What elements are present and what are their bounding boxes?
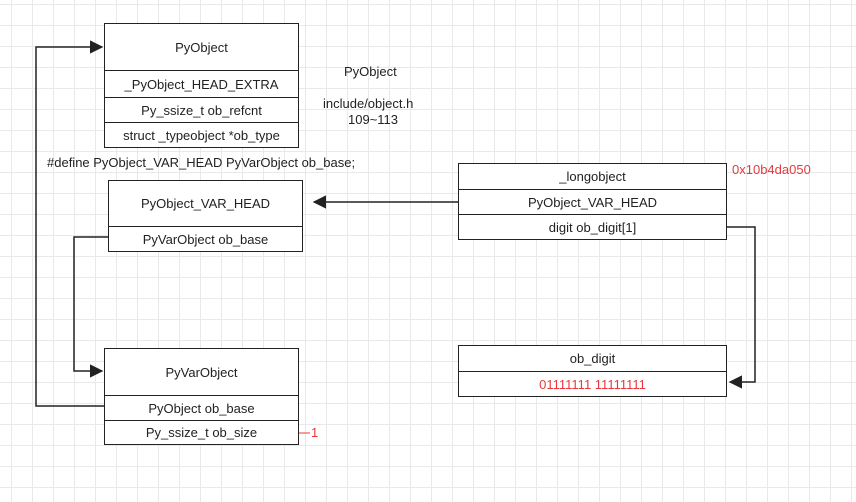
pyobject-note-name: PyObject [344, 64, 397, 79]
pyvarobject-title: PyVarObject [165, 364, 238, 380]
pyobject-field-head-extra: _PyObject_HEAD_EXTRA [105, 70, 298, 97]
var-head-struct: PyObject_VAR_HEAD PyVarObject ob_base [108, 180, 303, 252]
pyvarobject-field-ob-base: PyObject ob_base [105, 395, 298, 420]
pyobject-note-file: include/object.h [323, 96, 414, 111]
var-head-field-ob-base: PyVarObject ob_base [109, 226, 302, 251]
pyobject-title: PyObject [175, 39, 228, 55]
arrow-obdigit-field-to-obdigit-box [726, 226, 756, 389]
pyobject-field-type: struct _typeobject *ob_type [105, 122, 298, 147]
pyobject-note-lines: 109~113 [348, 112, 399, 127]
longobject-address: 0x10b4da050 [732, 162, 811, 177]
ob-digit-title: ob_digit [569, 351, 616, 366]
ob-digit-struct: ob_digit 01111111 11111111 [458, 345, 727, 397]
ob-digit-value: 01111111 11111111 [459, 371, 726, 396]
longobject-title: _longobject [559, 169, 626, 184]
arrow-pyvarobject-to-pyobject [35, 40, 104, 407]
pyobject-field-refcnt: Py_ssize_t ob_refcnt [105, 97, 298, 122]
longobject-field-ob-digit: digit ob_digit[1] [459, 214, 726, 239]
ob-size-value: 1 [311, 425, 319, 440]
define-macro-text: #define PyObject_VAR_HEAD PyVarObject ob… [47, 155, 356, 170]
longobject-field-var-head: PyObject_VAR_HEAD [459, 189, 726, 214]
var-head-title: PyObject_VAR_HEAD [140, 196, 271, 211]
pyobject-struct: PyObject _PyObject_HEAD_EXTRA Py_ssize_t… [104, 23, 299, 148]
longobject-struct: _longobject PyObject_VAR_HEAD digit ob_d… [458, 163, 727, 240]
arrow-varhead-to-pyvarobject [73, 236, 108, 378]
pyvarobject-struct: PyVarObject PyObject ob_base Py_ssize_t … [104, 348, 299, 445]
pyvarobject-field-ob-size: Py_ssize_t ob_size [105, 420, 298, 444]
